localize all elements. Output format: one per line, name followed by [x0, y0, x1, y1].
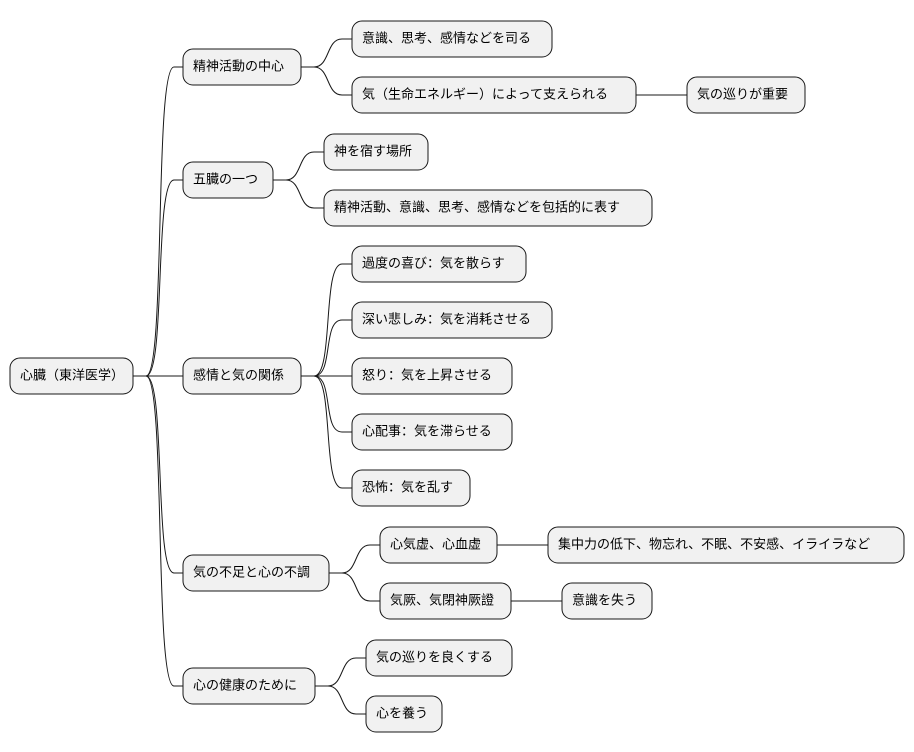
connector-b2-c0 [301, 263, 352, 377]
branch-node: 精神活動の中心 [182, 48, 302, 86]
connector-root-b4 [133, 375, 183, 687]
connector-b2-c3 [301, 375, 352, 433]
branch-node: 気の不足と心の不調 [182, 554, 330, 592]
root-node: 心臓（東洋医学） [9, 357, 134, 395]
detail-node-label: 気の巡りが重要 [697, 87, 788, 103]
leaf-node: 心気虚、心血虚 [379, 526, 498, 564]
connector-b4-c1 [315, 685, 366, 715]
leaf-node-label: 精神活動、意識、思考、感情などを包括的に表す [334, 200, 620, 216]
connector-b0-c0 [301, 38, 352, 68]
leaf-node: 心を養う [365, 695, 443, 733]
leaf-node: 深い悲しみ：気を消耗させる [351, 301, 553, 339]
leaf-node: 怒り：気を上昇させる [351, 357, 513, 395]
leaf-node-label: 心を養う [376, 706, 428, 722]
branch-node: 五臓の一つ [182, 161, 274, 199]
branch-node-label: 精神活動の中心 [193, 60, 284, 75]
root-node-label: 心臓（東洋医学） [20, 368, 124, 384]
leaf-node: 恐怖：気を乱す [351, 469, 471, 507]
connectors [133, 38, 687, 715]
branch-node-label: 五臓の一つ [193, 173, 258, 188]
connector-b1-c0 [273, 151, 324, 181]
leaf-node: 過度の喜び：気を散らす [351, 245, 527, 283]
branch-node-label: 心の健康のために [193, 678, 297, 694]
connector-root-b0 [133, 66, 183, 377]
leaf-node-label: 心配事：気を滞らせる [362, 424, 492, 440]
leaf-node-label: 深い悲しみ：気を消耗させる [362, 312, 531, 328]
detail-node: 集中力の低下、物忘れ、不眠、不安感、イライラなど [547, 526, 905, 564]
leaf-node: 気厥、気閉神厥證 [379, 582, 512, 620]
connector-root-b3 [133, 375, 183, 574]
connector-b2-c4 [301, 375, 352, 489]
leaf-node: 気（生命エネルギー）によって支えられる [351, 76, 637, 114]
leaf-node-label: 心気虚、心血虚 [390, 537, 481, 553]
leaf-node-label: 気（生命エネルギー）によって支えられる [362, 87, 608, 103]
connector-b1-c1 [273, 179, 324, 209]
branch-node-label: 気の不足と心の不調 [193, 565, 310, 581]
connector-b4-c0 [315, 657, 366, 687]
leaf-node-label: 過度の喜び：気を散らす [362, 256, 505, 272]
connector-b3-c0 [329, 544, 380, 574]
leaf-node-label: 神を宿す場所 [334, 144, 412, 160]
leaf-node-label: 気厥、気閉神厥證 [390, 593, 494, 609]
leaf-node-label: 怒り：気を上昇させる [362, 368, 492, 384]
leaf-node: 精神活動、意識、思考、感情などを包括的に表す [323, 189, 653, 227]
branch-node: 感情と気の関係 [182, 357, 302, 395]
connector-b3-c1 [329, 572, 380, 602]
branch-node-label: 感情と気の関係 [193, 368, 284, 384]
connector-b2-c1 [301, 319, 352, 377]
leaf-node: 気の巡りを良くする [365, 639, 513, 677]
leaf-node: 意識、思考、感情などを司る [351, 20, 553, 58]
leaf-node: 心配事：気を滞らせる [351, 413, 513, 451]
detail-node-label: 意識を失う [572, 593, 637, 609]
branch-node: 心の健康のために [182, 667, 316, 705]
leaf-node-label: 意識、思考、感情などを司る [362, 31, 531, 47]
connector-b0-c1 [301, 66, 352, 96]
leaf-node: 神を宿す場所 [323, 133, 429, 171]
detail-node: 気の巡りが重要 [686, 76, 806, 114]
detail-node-label: 集中力の低下、物忘れ、不眠、不安感、イライラなど [558, 537, 870, 553]
detail-node: 意識を失う [561, 582, 653, 620]
leaf-node-label: 恐怖：気を乱す [362, 480, 453, 496]
connector-root-b1 [133, 179, 183, 377]
leaf-node-label: 気の巡りを良くする [376, 650, 493, 666]
